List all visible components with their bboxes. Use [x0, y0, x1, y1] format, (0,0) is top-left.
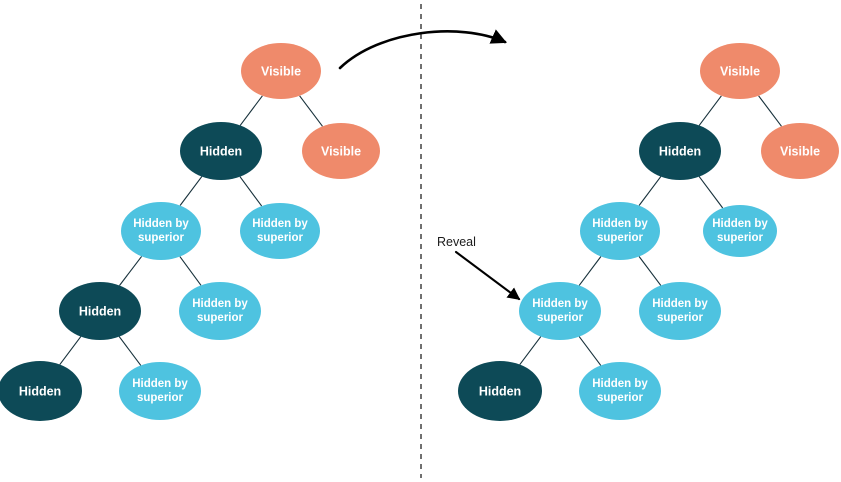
node-ellipse[interactable]: [240, 203, 320, 259]
node-label: Visible: [261, 64, 301, 78]
tree-edge: [179, 256, 202, 286]
node-ellipse[interactable]: [0, 361, 82, 421]
tree-edge: [578, 256, 602, 286]
node-ellipse[interactable]: [241, 43, 321, 99]
node-ellipse[interactable]: [700, 43, 780, 99]
tree-node-hidden[interactable]: Hidden: [0, 361, 82, 421]
tree-node-hidden-by-superior[interactable]: Hidden by superior: [703, 205, 777, 257]
tree-edge: [239, 176, 263, 207]
node-ellipse[interactable]: [119, 362, 201, 420]
tree-edge: [239, 95, 263, 126]
node-label: Visible: [780, 144, 820, 158]
tree-edge: [698, 176, 724, 209]
node-ellipse[interactable]: [458, 361, 542, 421]
left-tree-edges: [59, 95, 323, 366]
right-tree-edges: [519, 95, 782, 366]
node-label-line: superior: [138, 232, 185, 244]
node-label-line: superior: [657, 312, 704, 324]
tree-node-hidden[interactable]: Hidden: [458, 361, 542, 421]
tree-node-hidden-by-superior[interactable]: Hidden by superior: [121, 202, 201, 260]
node-label-line: superior: [257, 232, 304, 244]
tree-edge: [519, 336, 542, 365]
node-ellipse[interactable]: [59, 282, 141, 340]
node-label-line: Hidden by: [712, 218, 768, 230]
tree-node-hidden[interactable]: Hidden: [180, 122, 262, 180]
node-label-line: superior: [537, 312, 584, 324]
node-label-line: Hidden by: [592, 378, 648, 390]
tree-node-visible[interactable]: Visible: [241, 43, 321, 99]
node-ellipse[interactable]: [639, 122, 721, 180]
node-label-line: superior: [137, 392, 184, 404]
node-label-line: superior: [717, 232, 764, 244]
tree-node-visible[interactable]: Visible: [302, 123, 380, 179]
node-ellipse[interactable]: [639, 282, 721, 340]
node-label-line: Hidden by: [592, 218, 648, 230]
tree-edge: [578, 336, 602, 366]
node-label: Visible: [720, 64, 760, 78]
reveal-arrow-icon: [454, 250, 521, 301]
node-label-line: superior: [597, 392, 644, 404]
node-label-line: Hidden by: [252, 218, 308, 230]
tree-node-hidden-by-superior[interactable]: Hidden by superior: [580, 202, 660, 260]
node-label-line: superior: [197, 312, 244, 324]
node-label-line: Hidden by: [133, 218, 189, 230]
tree-edge: [698, 95, 722, 126]
node-label-line: superior: [597, 232, 644, 244]
node-label: Hidden: [79, 304, 121, 318]
node-ellipse[interactable]: [579, 362, 661, 420]
tree-node-visible[interactable]: Visible: [761, 123, 839, 179]
tree-node-hidden-by-superior[interactable]: Hidden by superior: [240, 203, 320, 259]
node-label: Hidden: [479, 384, 521, 398]
tree-node-hidden-by-superior[interactable]: Hidden by superior: [179, 282, 261, 340]
tree-edge: [299, 95, 323, 127]
node-label: Visible: [321, 144, 361, 158]
tree-edge: [758, 95, 782, 127]
tree-node-hidden-by-superior[interactable]: Hidden by superior: [639, 282, 721, 340]
node-ellipse[interactable]: [703, 205, 777, 257]
tree-edge: [638, 256, 662, 286]
tree-node-hidden-by-superior[interactable]: Hidden by superior: [579, 362, 661, 420]
node-ellipse[interactable]: [121, 202, 201, 260]
node-label: Hidden: [659, 144, 701, 158]
tree-edge: [118, 336, 142, 366]
node-label: Hidden: [19, 384, 61, 398]
node-label-line: Hidden by: [652, 298, 708, 310]
node-ellipse[interactable]: [179, 282, 261, 340]
reveal-label: Reveal: [437, 235, 476, 249]
tree-edge: [59, 336, 82, 365]
node-label-line: Hidden by: [192, 298, 248, 310]
tree-node-visible[interactable]: Visible: [700, 43, 780, 99]
node-label-line: Hidden by: [132, 378, 188, 390]
node-label: Hidden: [200, 144, 242, 158]
tree-node-hidden[interactable]: Hidden: [639, 122, 721, 180]
node-ellipse[interactable]: [580, 202, 660, 260]
node-ellipse[interactable]: [519, 282, 601, 340]
tree-edge: [638, 176, 662, 206]
node-label-line: Hidden by: [532, 298, 588, 310]
tree-node-hidden[interactable]: Hidden: [59, 282, 141, 340]
transform-arrow-icon: [338, 29, 507, 70]
node-ellipse[interactable]: [180, 122, 262, 180]
node-ellipse[interactable]: [761, 123, 839, 179]
tree-node-hidden-by-superior[interactable]: Hidden by superior: [519, 282, 601, 340]
tree-edge: [119, 256, 143, 286]
tree-node-hidden-by-superior[interactable]: Hidden by superior: [119, 362, 201, 420]
node-ellipse[interactable]: [302, 123, 380, 179]
tree-edge: [179, 176, 203, 206]
